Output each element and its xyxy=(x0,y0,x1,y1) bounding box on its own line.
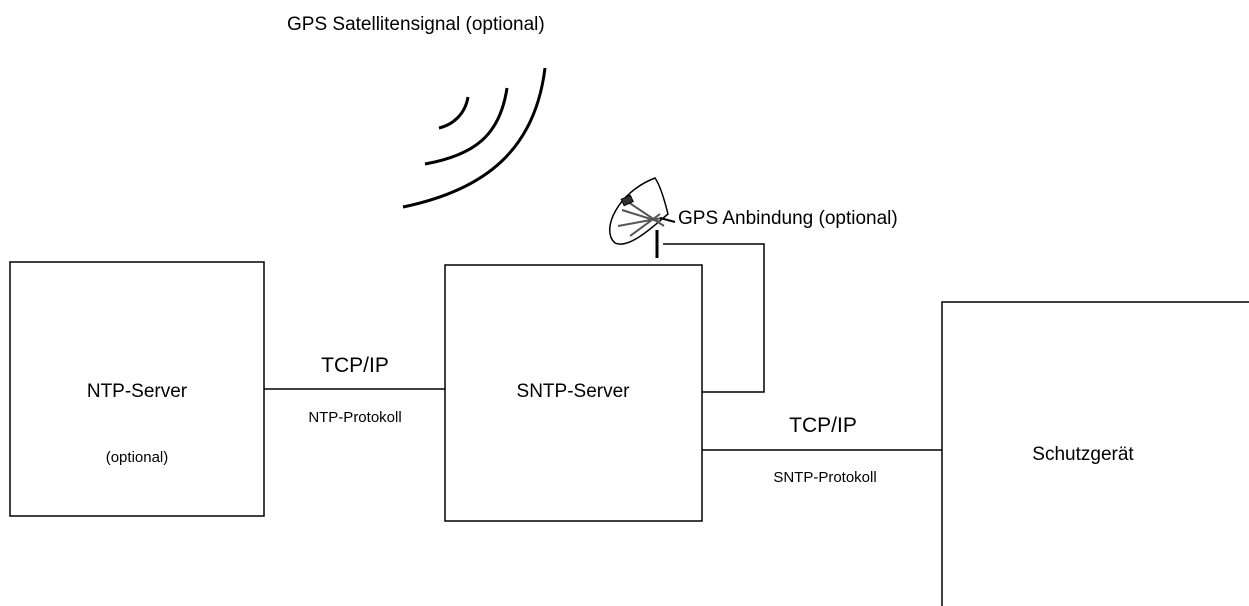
satellite-signal-icon xyxy=(402,67,547,209)
sntp-server-title: SNTP-Server xyxy=(517,381,631,402)
link-ntp-sntp-protocol: NTP-Protokoll xyxy=(308,409,401,426)
sntp-server-box xyxy=(444,264,703,522)
link-sntp-device-network: TCP/IP xyxy=(789,414,857,437)
satellite-dish-icon xyxy=(609,177,676,258)
gps-antenna-cable xyxy=(663,243,765,393)
link-sntp-device-protocol: SNTP-Protokoll xyxy=(773,469,876,486)
gps-signal-label: GPS Satellitensignal (optional) xyxy=(287,14,545,35)
ntp-server-subtitle: (optional) xyxy=(106,449,169,466)
ntp-server-box xyxy=(9,261,265,517)
link-ntp-sntp-network: TCP/IP xyxy=(321,354,389,377)
protection-device-title: Schutzgerät xyxy=(1032,444,1134,465)
gps-connection-label: GPS Anbindung (optional) xyxy=(678,208,898,229)
protection-device-box xyxy=(941,301,1249,606)
ntp-server-title: NTP-Server xyxy=(87,381,188,402)
